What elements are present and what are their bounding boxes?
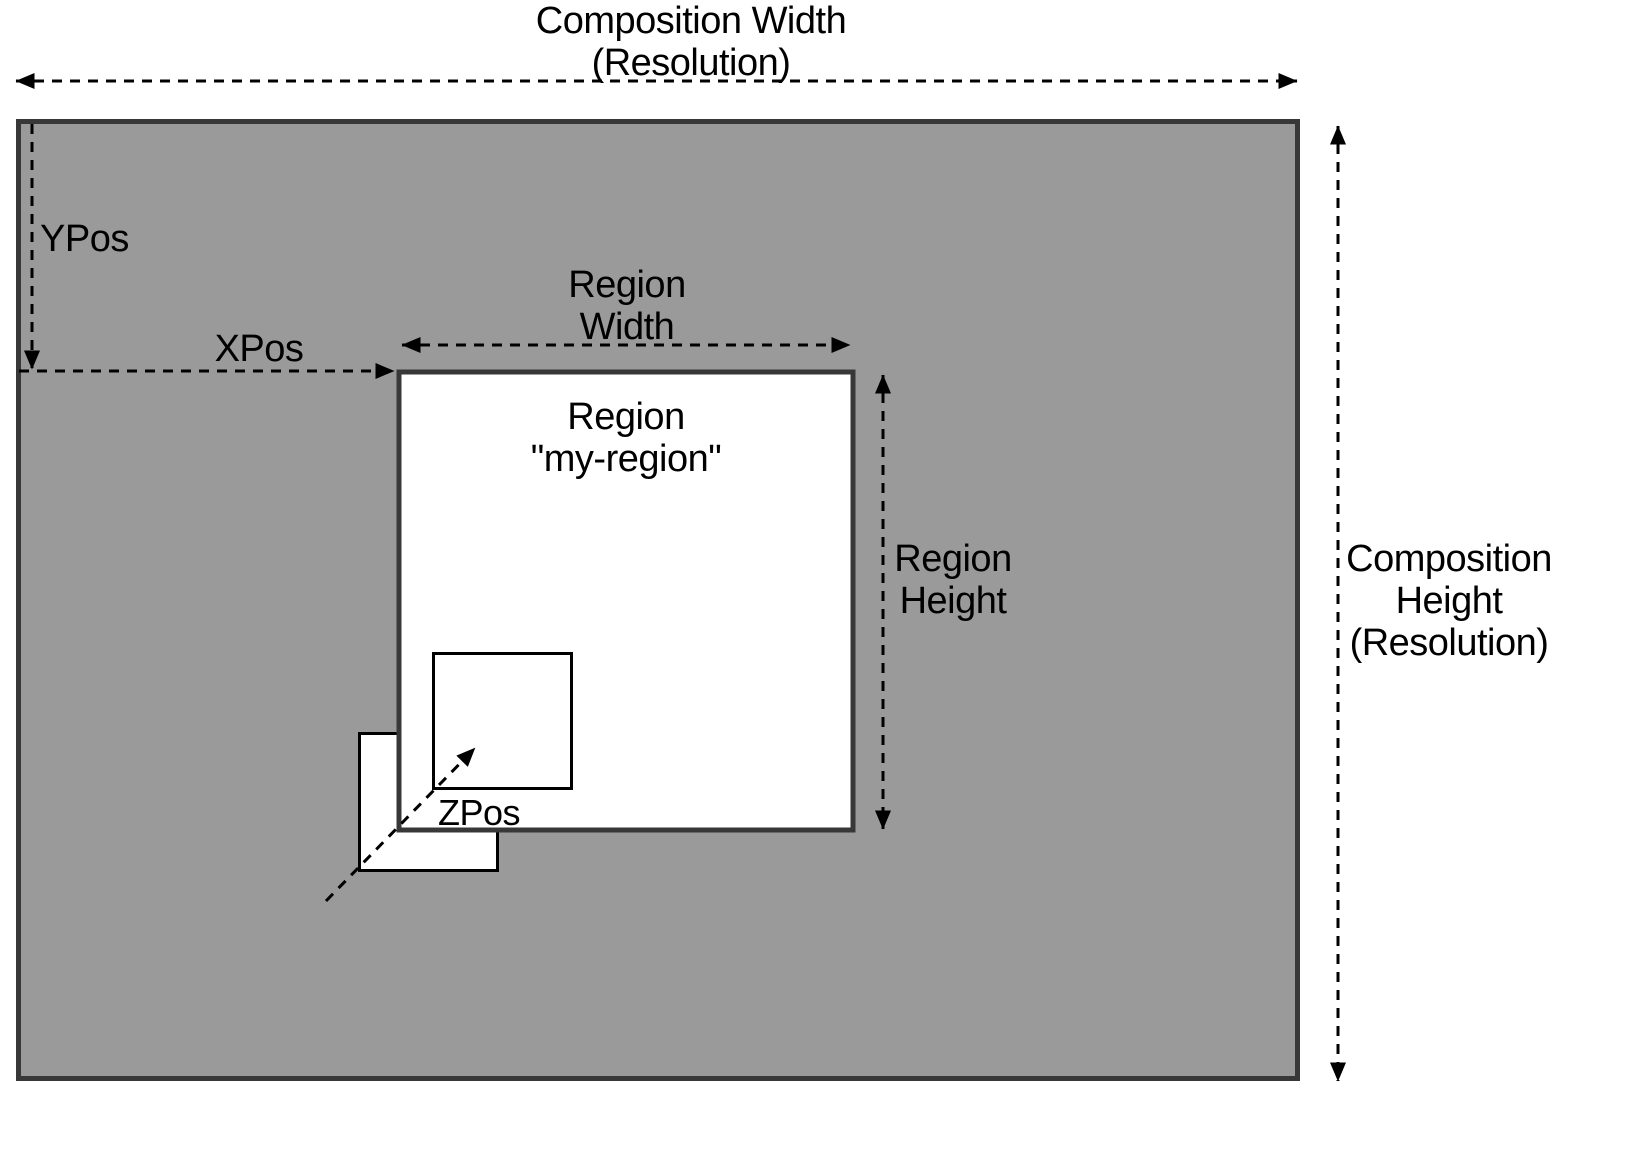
xpos-label: XPos [214, 328, 304, 370]
composition-height-label: Composition Height (Resolution) [1346, 538, 1552, 664]
zpos-label: ZPos [438, 792, 521, 833]
region-name-label: Region "my-region" [530, 396, 722, 480]
ypos-label: YPos [40, 218, 129, 260]
region-height-label: Region Height [894, 538, 1012, 622]
region-width-label: Region Width [568, 264, 686, 348]
composition-width-label: Composition Width (Resolution) [535, 0, 847, 84]
